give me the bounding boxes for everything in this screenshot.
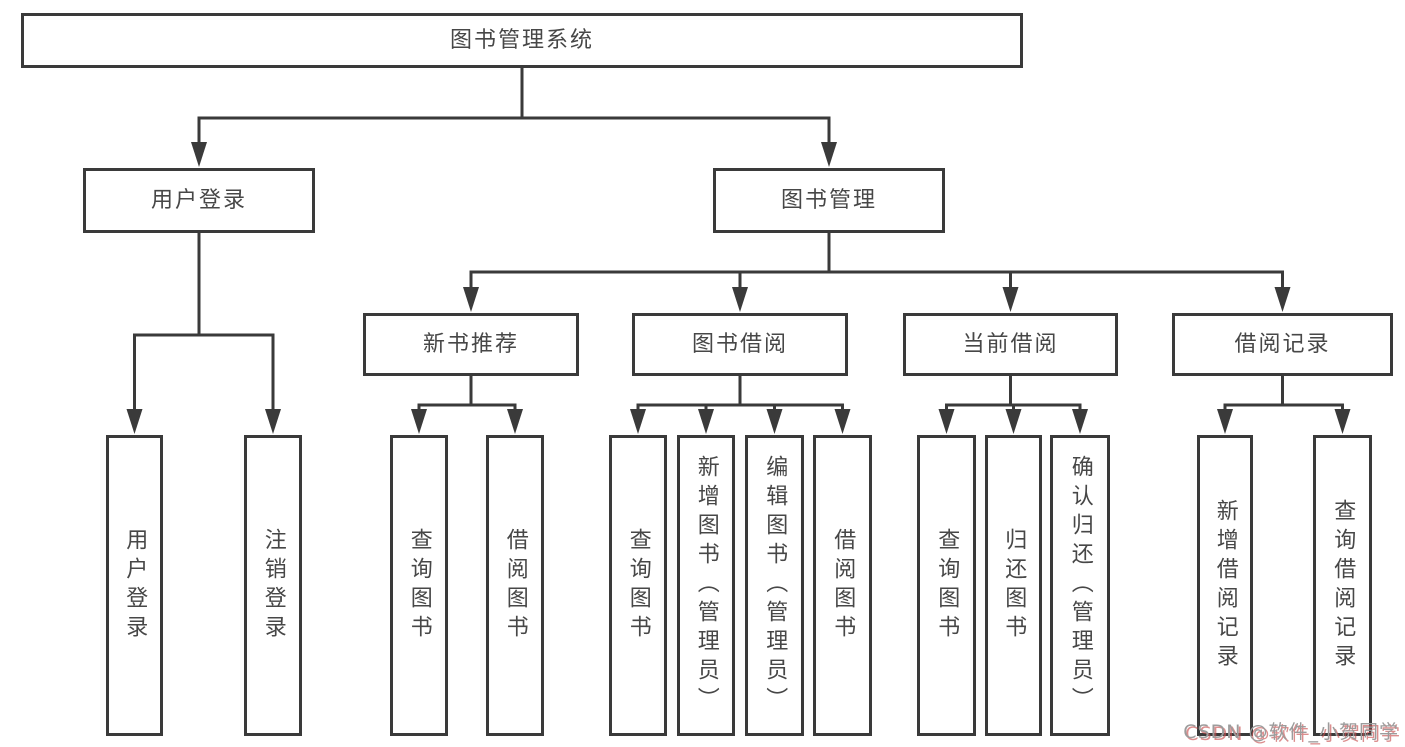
node-book-mgmt: 图书管理 [713,168,945,233]
arrowhead [1072,409,1088,434]
node-label: 借阅图书 [830,527,856,644]
arrowhead [265,409,281,434]
node-label: 当前借阅 [962,331,1059,357]
arrowhead [1274,287,1291,312]
arrowhead [1002,287,1019,312]
arrowhead [698,409,714,434]
node-label: 查询图书 [406,527,432,644]
node-label: 图书管理系统 [449,27,594,53]
arrowhead [732,287,748,312]
node-label: 新增借阅记录 [1212,498,1238,673]
node-leaf-user-login: 用户登录 [106,435,163,736]
node-label: 归还图书 [1001,527,1027,644]
node-leaf-query-1: 查询图书 [390,435,448,736]
arrowhead [126,409,143,434]
node-borrow-record: 借阅记录 [1172,313,1393,376]
arrowhead [507,409,523,434]
arrowhead [1334,409,1351,434]
node-label: 用户登录 [150,187,247,213]
node-leaf-logout: 注销登录 [244,435,302,736]
node-leaf-borrow-2: 借阅图书 [813,435,872,736]
node-book-borrow: 图书借阅 [632,313,848,376]
node-user-login: 用户登录 [83,168,315,233]
node-leaf-query-3: 查询图书 [917,435,976,736]
arrowhead [766,409,783,434]
node-label: 新书推荐 [422,331,519,357]
node-root: 图书管理系统 [21,13,1023,68]
node-label: 确认归还（管理员） [1067,455,1093,716]
arrowhead [938,409,955,434]
node-label: 图书借阅 [691,331,788,357]
node-leaf-query-2: 查询图书 [609,435,667,736]
node-leaf-add-rec: 新增借阅记录 [1197,435,1253,736]
arrowhead [821,142,837,167]
arrowhead [411,409,427,434]
watermark: CSDN @软件_小贺同学 [1183,721,1399,743]
node-label: 用户登录 [122,527,148,644]
arrowhead [191,142,207,167]
node-label: 借阅记录 [1234,331,1331,357]
node-leaf-add-book: 新增图书（管理员） [677,435,735,736]
node-leaf-confirm: 确认归还（管理员） [1050,435,1110,736]
arrowhead [834,409,851,434]
arrowhead [463,287,479,312]
node-leaf-query-rec: 查询借阅记录 [1313,435,1372,736]
arrowhead [1217,409,1233,434]
node-label: 查询图书 [934,527,960,644]
node-leaf-borrow-1: 借阅图书 [486,435,544,736]
node-label: 查询借阅记录 [1330,498,1356,673]
node-label: 新增图书（管理员） [693,455,719,716]
arrowhead [630,409,646,434]
node-leaf-return: 归还图书 [985,435,1042,736]
node-label: 查询图书 [625,527,651,644]
node-new-book-rec: 新书推荐 [363,313,579,376]
node-label: 编辑图书（管理员） [762,455,788,716]
arrowhead [1005,409,1022,434]
node-label: 借阅图书 [502,527,528,644]
node-current-borrow: 当前借阅 [903,313,1118,376]
node-leaf-edit-book: 编辑图书（管理员） [745,435,804,736]
node-label: 注销登录 [260,527,286,644]
node-label: 图书管理 [780,187,877,213]
